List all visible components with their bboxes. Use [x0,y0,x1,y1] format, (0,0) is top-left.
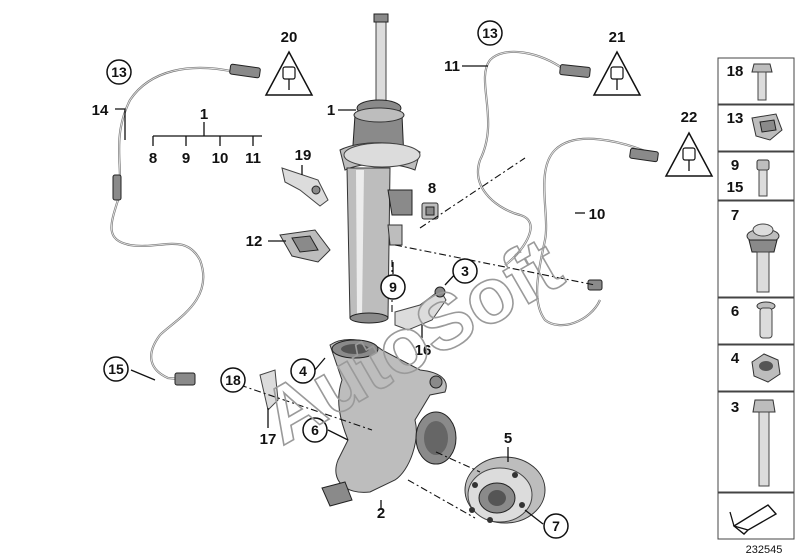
bracket-19 [281,167,329,207]
label-12: 12 [246,233,263,250]
callout-13-left: 13 [106,59,132,85]
svg-text:6: 6 [731,303,739,320]
svg-text:4: 4 [731,350,740,367]
svg-text:15: 15 [108,361,124,377]
svg-text:7: 7 [552,518,560,534]
sensor-cable-center [477,50,591,266]
svg-text:7: 7 [731,207,739,224]
label-17: 17 [260,431,277,448]
warning-icon-21: 21 [592,29,642,96]
label-21: 21 [609,29,626,46]
callout-15: 15 [103,356,129,382]
sidebar-hardware-legend: 18 13 9 15 7 [717,57,795,540]
label-8: 8 [428,180,436,197]
sensor-cable-right [535,137,659,327]
label-20: 20 [281,29,298,46]
label-5: 5 [504,430,512,447]
svg-text:9: 9 [731,157,739,174]
sidebar-item-13: 13 [717,104,795,152]
label-1-group: 1 [200,106,208,123]
svg-text:13: 13 [482,25,498,41]
warning-icon-20: 20 [264,29,314,96]
callout-13-right: 13 [477,20,503,46]
sidebar-item-9-15: 9 15 [717,151,795,201]
leader-lines [115,65,585,525]
sidebar-item-18: 18 [717,57,795,105]
sidebar-item-7: 7 [717,200,795,298]
label-10-group: 10 [212,150,229,167]
label-22: 22 [681,109,698,126]
clip-8 [421,202,439,220]
callout-7: 7 [543,513,569,539]
label-8-group: 8 [149,150,157,167]
arrow-icon[interactable] [717,492,795,540]
callout-3: 3 [452,258,478,284]
svg-text:15: 15 [727,179,744,196]
steering-knuckle [259,339,457,507]
sidebar-item-3: 3 [717,391,795,493]
reference-number: 232545 [746,544,783,556]
svg-text:13: 13 [111,64,127,80]
sidebar-item-6: 6 [717,297,795,345]
svg-text:18: 18 [225,372,241,388]
label-2: 2 [377,505,385,522]
callout-4: 4 [290,358,316,384]
label-19: 19 [295,147,312,164]
wheel-hub [464,456,546,524]
svg-text:3: 3 [731,399,739,416]
label-11-group: 11 [245,150,261,167]
sensor-cable-left [110,63,261,386]
svg-text:3: 3 [461,263,469,279]
svg-text:13: 13 [727,110,744,127]
svg-text:6: 6 [311,422,319,438]
label-9-group: 9 [182,150,190,167]
shock-absorber [339,13,421,324]
svg-text:18: 18 [727,63,744,80]
label-14: 14 [92,102,109,119]
label-10: 10 [589,206,606,223]
callout-9: 9 [380,274,406,300]
bracket-16 [394,286,447,331]
svg-text:9: 9 [389,279,397,295]
clip-12 [279,229,331,263]
callout-18: 18 [220,367,246,393]
svg-text:4: 4 [299,363,307,379]
label-1-strut: 1 [327,102,335,119]
callout-6: 6 [302,417,328,443]
label-16: 16 [415,342,432,359]
warning-icon-22: 22 [664,109,714,177]
label-11: 11 [444,58,460,75]
sidebar-item-4: 4 [717,344,795,392]
